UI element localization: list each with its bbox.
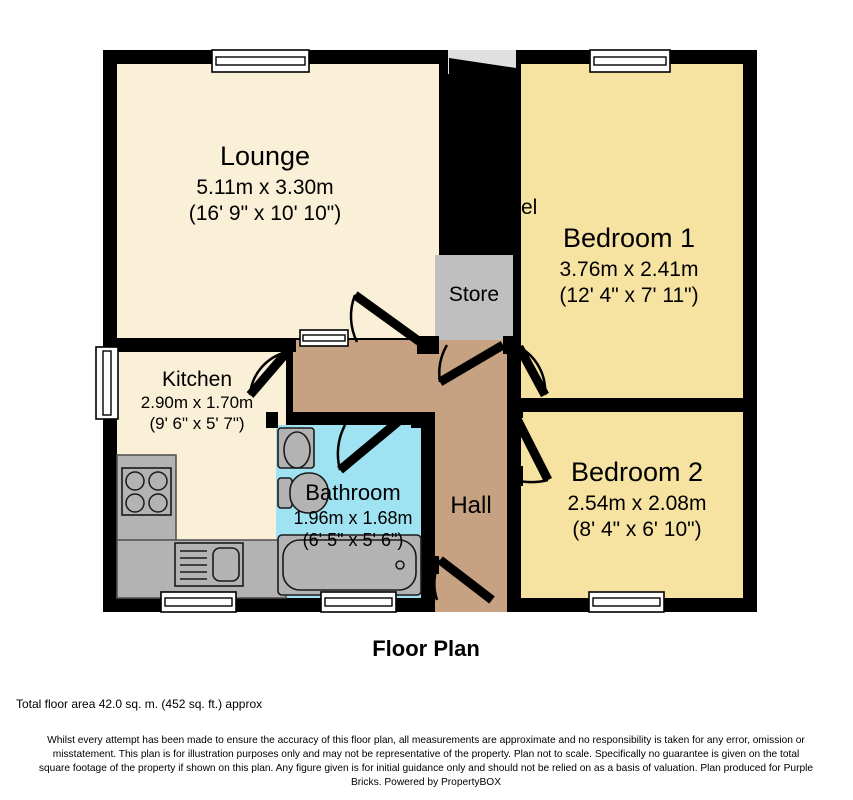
hob-burner-icon [125, 493, 145, 513]
window-lounge-bottom [299, 329, 349, 347]
room-label-bedroom-1: Bedroom 1 3.76m x 2.41m (12' 4" x 7' 11"… [559, 223, 698, 307]
hob-burner-icon [125, 471, 145, 491]
disclaimer-line-1: Whilst every attempt has been made to en… [47, 735, 805, 746]
room-dim-imperial-kitchen: (9' 6" x 5' 7") [149, 414, 244, 433]
total-floor-area: Total floor area 42.0 sq. m. (452 sq. ft… [16, 697, 262, 711]
disclaimer: Whilst every attempt has been made to en… [39, 735, 814, 788]
room-fill-bedroom-2 [521, 412, 743, 598]
door-leaf-bedroom-1 [515, 344, 549, 398]
door-leaf-bedroom-2 [510, 412, 553, 483]
door-arc-bathroom [336, 424, 347, 471]
kitchen-units [116, 454, 287, 599]
room-label-bedroom-2: Bedroom 2 2.54m x 2.08m (8' 4" x 6' 10") [568, 457, 707, 541]
bath-tap-icon [395, 560, 405, 570]
internal-wall-stubs [266, 336, 523, 574]
door-arc-bedroom-1 [518, 345, 547, 396]
room-dim-metric-bedroom-1: 3.76m x 2.41m [560, 258, 699, 281]
room-fill-lounge [117, 64, 439, 338]
room-name-bedroom-2: Bedroom 2 [571, 457, 703, 487]
window-bathroom-bottom [320, 591, 397, 613]
door-leaf-bathroom [337, 416, 403, 474]
wc-pan-icon [289, 472, 329, 514]
windows [95, 49, 671, 613]
room-dim-imperial-lounge: (16' 9" x 10' 10") [189, 202, 342, 225]
room-name-bedroom-1: Bedroom 1 [563, 223, 695, 253]
hob-burner-icon [148, 471, 168, 491]
door-leaf-store [437, 341, 506, 386]
room-label-bathroom: Bathroom 1.96m x 1.68m (6' 5" x 5' 6") [293, 480, 412, 550]
window-bedroom-2-bottom [588, 591, 665, 613]
door-arc-kitchen [248, 350, 288, 396]
room-dim-metric-bathroom: 1.96m x 1.68m [293, 508, 412, 528]
window-kitchen-left [95, 346, 119, 420]
room-name-lounge: Lounge [220, 141, 310, 171]
room-label-lounge: Lounge 5.11m x 3.30m (16' 9" x 10' 10") [189, 141, 342, 225]
room-dim-imperial-bedroom-1: (12' 4" x 7' 11") [559, 284, 698, 307]
room-fill-bedroom-1 [521, 64, 743, 398]
door-leaf-hall-bottom [437, 556, 495, 604]
door-arc-lounge [349, 294, 359, 343]
room-dim-imperial-bathroom: (6' 5" x 5' 6") [303, 530, 404, 550]
door-swings [246, 291, 553, 604]
entrance-door-leaf [449, 58, 516, 74]
page-title: Floor Plan [372, 636, 480, 661]
room-name-store: Store [449, 283, 499, 306]
disclaimer-line-2: misstatement. This plan is for illustrat… [53, 749, 800, 760]
window-bedroom-1-top [589, 49, 671, 73]
room-fill-store [435, 255, 513, 340]
door-arc-hall-bottom [433, 559, 442, 601]
door-leaf-lounge [352, 291, 423, 346]
door-arc-bedroom-2 [514, 478, 549, 484]
room-dim-imperial-bedroom-2: (8' 4" x 6' 10") [572, 518, 701, 541]
room-name-hall: Hall [450, 492, 491, 519]
window-lounge-top [211, 49, 310, 73]
hob-burner-icon [148, 493, 168, 513]
room-dim-metric-bedroom-2: 2.54m x 2.08m [568, 492, 707, 515]
window-kitchen-bottom [160, 591, 237, 613]
sink-bowl-icon [212, 547, 240, 582]
room-name-kitchen: Kitchen [162, 368, 232, 391]
door-arc-store [438, 344, 449, 383]
room-dim-metric-kitchen: 2.90m x 1.70m [141, 393, 253, 412]
disclaimer-line-3: square footage of the property if shown … [39, 763, 814, 774]
door-leaf-kitchen [246, 349, 291, 398]
room-name-bathroom: Bathroom [305, 480, 400, 505]
panel-label-clipped: el [521, 196, 537, 219]
room-dim-metric-lounge: 5.11m x 3.30m [196, 176, 333, 199]
room-label-kitchen: Kitchen 2.90m x 1.70m (9' 6" x 5' 7") [141, 368, 253, 433]
disclaimer-line-4: Bricks. Powered by PropertyBOX [351, 777, 501, 788]
